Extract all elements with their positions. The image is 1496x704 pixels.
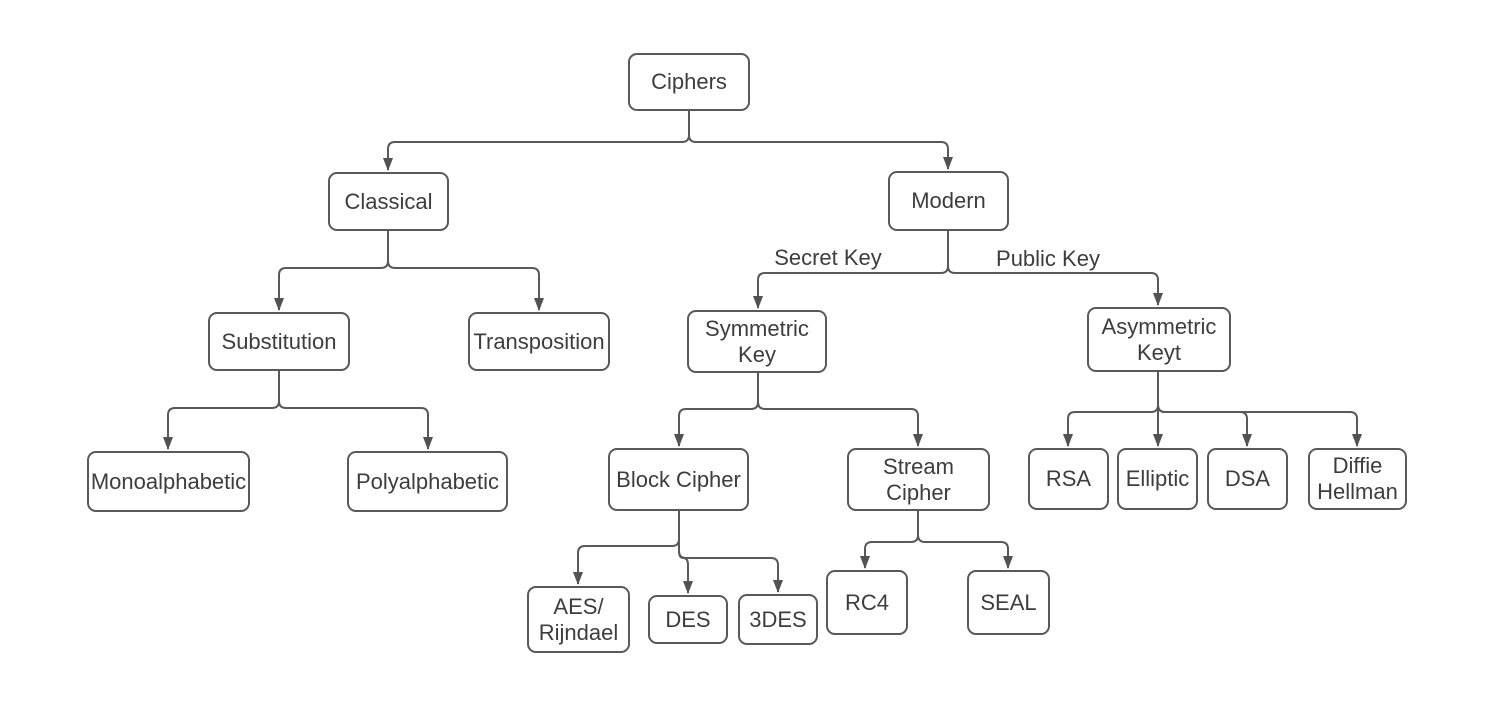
edge-classical-to-transposition xyxy=(387,231,544,311)
node-monoalphabetic: Monoalphabetic xyxy=(87,451,250,512)
edge-block-cipher-to-3des xyxy=(678,511,783,593)
node-rsa: RSA xyxy=(1028,448,1109,510)
edge-classical-to-substitution xyxy=(274,231,389,311)
node-modern: Modern xyxy=(888,171,1009,231)
node-elliptic: Elliptic xyxy=(1117,448,1198,510)
node-diffie-hellman: Diffie Hellman xyxy=(1308,448,1407,510)
edge-symmetric-key-to-block-cipher xyxy=(674,373,759,447)
node-rc4: RC4 xyxy=(826,570,908,635)
node-aes-rijndael: AES/ Rijndael xyxy=(527,586,630,653)
edge-asymmetric-keyt-to-diffie-hellman xyxy=(1157,372,1362,447)
node-substitution: Substitution xyxy=(208,312,350,371)
edge-block-cipher-to-aes-rijndael xyxy=(573,511,680,585)
node-asymmetric-keyt: Asymmetric Keyt xyxy=(1087,307,1231,372)
edge-stream-cipher-to-rc4 xyxy=(860,511,919,569)
node-seal: SEAL xyxy=(967,570,1050,635)
edge-substitution-to-monoalphabetic xyxy=(163,371,280,450)
node-3des: 3DES xyxy=(738,594,818,645)
edge-block-cipher-to-des xyxy=(678,511,693,594)
node-classical: Classical xyxy=(328,172,449,231)
edge-symmetric-key-to-stream-cipher xyxy=(757,373,923,447)
node-block-cipher: Block Cipher xyxy=(608,448,749,511)
edge-label-public-key: Public Key xyxy=(996,246,1100,271)
node-dsa: DSA xyxy=(1207,448,1288,510)
node-polyalphabetic: Polyalphabetic xyxy=(347,451,508,512)
node-stream-cipher: Stream Cipher xyxy=(847,448,990,511)
edge-substitution-to-polyalphabetic xyxy=(278,371,433,450)
edge-asymmetric-keyt-to-rsa xyxy=(1063,372,1159,447)
node-symmetric-key: Symmetric Key xyxy=(687,310,827,373)
edge-asymmetric-keyt-to-dsa xyxy=(1157,372,1252,447)
edge-ciphers-to-modern xyxy=(688,111,953,170)
edge-modern-to-asymmetric-keyt xyxy=(947,231,1163,306)
node-transposition: Transposition xyxy=(468,312,610,371)
edge-stream-cipher-to-seal xyxy=(917,511,1013,569)
edge-label-secret-key: Secret Key xyxy=(774,245,882,270)
edge-ciphers-to-classical xyxy=(383,111,690,171)
node-ciphers: Ciphers xyxy=(628,53,750,111)
node-des: DES xyxy=(648,595,728,644)
